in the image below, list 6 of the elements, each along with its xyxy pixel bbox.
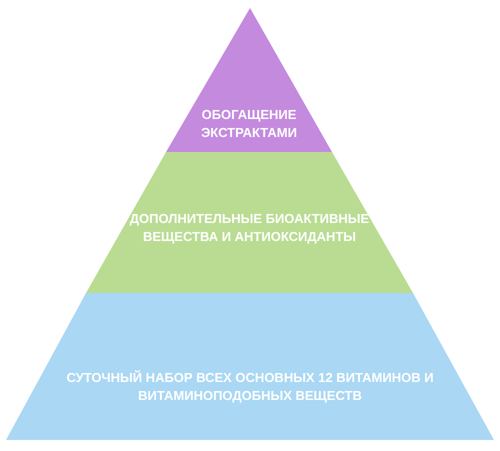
pyramid-tier (86, 152, 413, 293)
pyramid-tier (166, 8, 332, 152)
pyramid-tier (6, 293, 494, 440)
tier-label: ОБОГАЩЕНИЕ ЭКСТРАКТАМИ (200, 106, 298, 142)
tier-label: СУТОЧНЫЙ НАБОР ВСЕХ ОСНОВНЫХ 12 ВИТАМИНОВ И ВИТАМИНОПОДОБНЫХ ВЕЩЕСТВ (65, 369, 435, 405)
tier-label: ДОПОЛНИТЕЛЬНЫЕ БИОАКТИВНЫЕ ВЕЩЕСТВА И АНТИОКСИДАНТЫ (128, 210, 370, 246)
